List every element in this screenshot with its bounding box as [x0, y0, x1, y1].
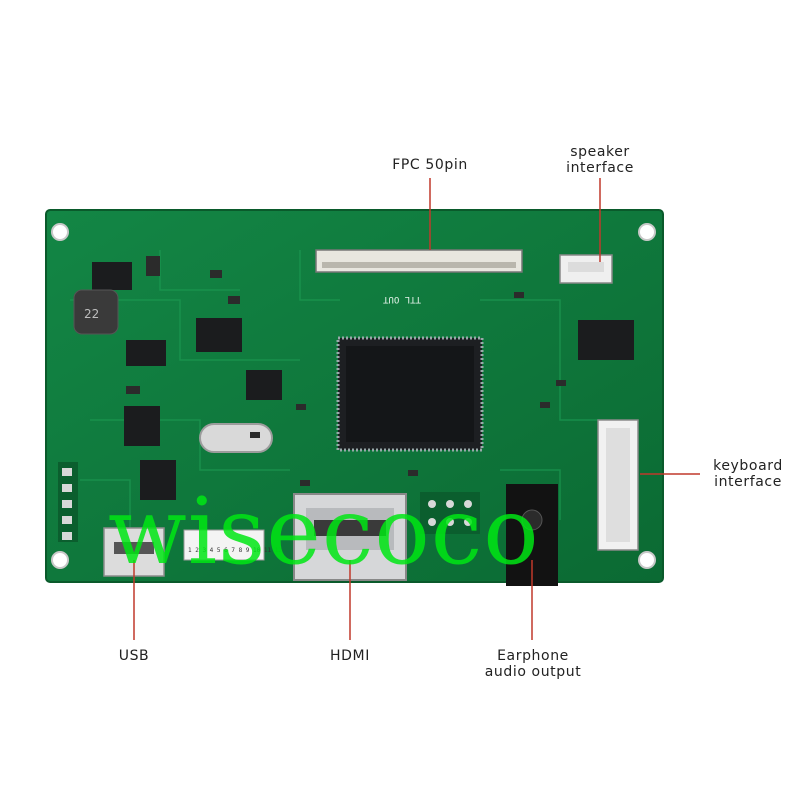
keyboard-label-line1: keyboard	[713, 458, 783, 474]
fpc-label: FPC 50pin	[372, 157, 488, 173]
keyboard-interface-label: keyboard interface	[704, 458, 792, 490]
keyboard-label-line2: interface	[714, 474, 782, 490]
earphone-label-line2: audio output	[484, 664, 582, 680]
ic-chip	[246, 370, 282, 400]
usb-label-text: USB	[118, 648, 150, 664]
speaker-label-line2: interface	[566, 160, 634, 176]
ic-chip	[196, 318, 242, 352]
mounting-hole-bottom-left	[51, 551, 69, 569]
ic-chip	[92, 262, 132, 290]
ic-chip	[124, 406, 160, 446]
smd-components	[126, 256, 566, 486]
earphone-label: Earphone audio output	[472, 648, 594, 680]
mounting-hole-bottom-right	[638, 551, 656, 569]
mounting-hole-top-right	[638, 223, 656, 241]
sticker-code: 1 2 3 4 5 6 7 8 9 10 11 12	[188, 547, 282, 554]
ic-chip	[140, 460, 176, 500]
speaker-interface-label: speaker interface	[554, 144, 646, 176]
crystal-oscillator	[199, 423, 273, 453]
ic-chip	[578, 320, 634, 360]
serial-sticker	[183, 529, 265, 561]
mounting-hole-top-left	[51, 223, 69, 241]
fpc-label-text: FPC 50pin	[392, 157, 468, 173]
inductor	[73, 289, 119, 335]
speaker-label-line1: speaker	[570, 144, 630, 160]
earphone-label-line1: Earphone	[497, 648, 569, 664]
callout-lines	[133, 178, 700, 640]
hdmi-label-text: HDMI	[330, 648, 370, 664]
fpc-50pin-connector	[315, 249, 523, 273]
header-pins	[58, 462, 480, 542]
ttl-out-silkscreen: TTL OUT	[382, 294, 421, 304]
ic-chip	[126, 340, 166, 366]
watermark: wisecoco	[108, 478, 540, 585]
usb-label: USB	[104, 648, 164, 664]
hdmi-label: HDMI	[314, 648, 386, 664]
svg-text:22: 22	[84, 307, 99, 321]
